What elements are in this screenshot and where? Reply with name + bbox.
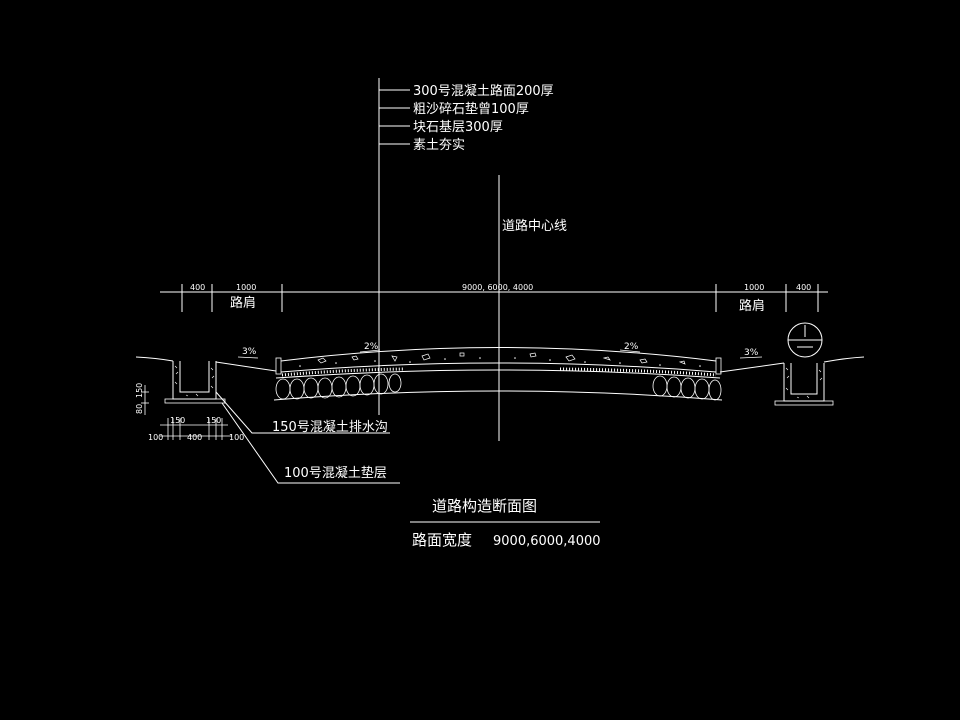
- slope-left-inner: 2%: [364, 342, 379, 352]
- drawing-title: 道路构造断面图: [432, 497, 537, 515]
- right-drain-ditch: [774, 363, 834, 406]
- dim-ditch-150-vertical: 150: [135, 383, 144, 398]
- dim-right-1000: 1000: [744, 283, 764, 292]
- callout-cushion: 100号混凝土垫层: [284, 465, 387, 481]
- ground-line: [135, 356, 865, 373]
- slope-right-outer: 3%: [744, 348, 759, 358]
- callout-leaders: [215, 391, 400, 484]
- slope-arrows: [237, 349, 763, 359]
- callout-drain-ditch: 150号混凝土排水沟: [272, 419, 388, 435]
- layer-label-sand-gravel: 粗沙碎石垫曾100厚: [413, 101, 529, 117]
- subtitle-value: 9000,6000,4000: [493, 534, 601, 549]
- shoulder-left-label: 路肩: [230, 295, 256, 311]
- dim-left-1000: 1000: [236, 283, 256, 292]
- slope-right-inner: 2%: [624, 342, 639, 352]
- centerline-label: 道路中心线: [502, 218, 567, 234]
- section-marker-symbol: [787, 322, 823, 358]
- dim-right-400: 400: [796, 283, 811, 292]
- dim-ditch-150-a: 150: [170, 416, 185, 425]
- left-drain-ditch: [164, 361, 226, 404]
- dim-ditch-150-b: 150: [206, 416, 221, 425]
- shoulder-right-label: 路肩: [739, 298, 765, 314]
- pavement-structure: [273, 347, 723, 401]
- subtitle-prefix: 路面宽度: [412, 531, 472, 549]
- ditch-vertical-dims: [141, 385, 149, 415]
- ditch-horizontal-dims: [160, 418, 232, 440]
- dimension-line: [160, 284, 828, 312]
- layer-label-stone-base: 块石基层300厚: [413, 120, 503, 135]
- dim-ditch-80: 80: [135, 404, 144, 414]
- dim-left-400: 400: [190, 283, 205, 292]
- layer-leader: [378, 78, 410, 415]
- dim-ditch-100-b: 100: [229, 433, 244, 442]
- dim-ditch-400: 400: [187, 433, 202, 442]
- slope-left-outer: 3%: [242, 347, 257, 357]
- dim-middle: 9000, 6000, 4000: [462, 283, 533, 292]
- layer-label-concrete: 300号混凝土路面200厚: [413, 83, 554, 99]
- layer-label-compacted-soil: 素土夯实: [413, 138, 465, 153]
- dim-ditch-100-a: 100: [148, 433, 163, 442]
